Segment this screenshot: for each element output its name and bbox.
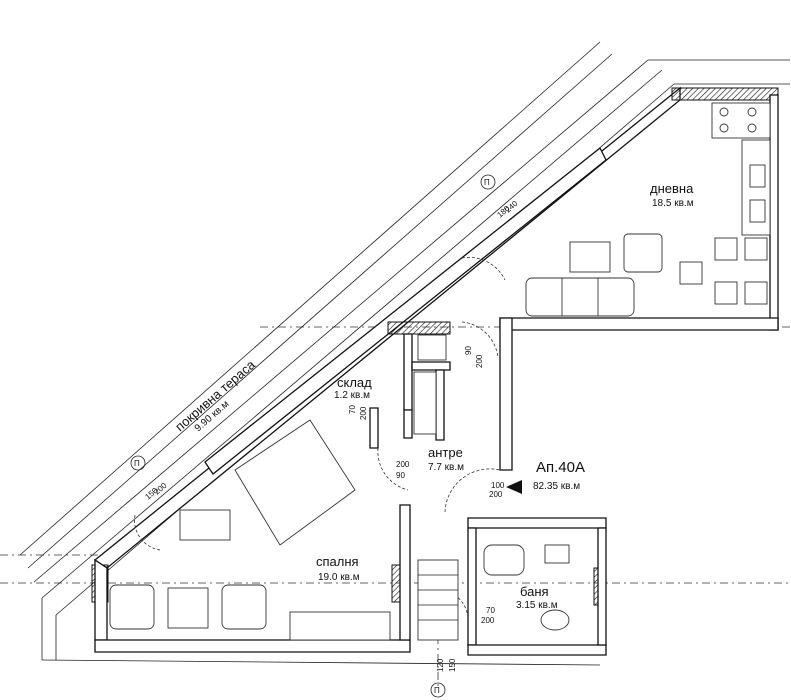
roof-terrace-label: покривна тераса [172, 356, 258, 434]
dim-bottom-2: 150 [448, 658, 457, 672]
bath-label: баня [520, 584, 549, 599]
dim-entry-door-1: 100 [491, 481, 505, 490]
dim-bottom-1: 120 [436, 658, 445, 672]
axis-marker-top: П [484, 178, 490, 187]
dim-storage-door-2: 200 [359, 406, 368, 420]
dim-bath-door-1: 70 [486, 606, 495, 615]
dim-living-door-2: 200 [475, 354, 484, 368]
dim-storage-door-1: 70 [348, 405, 357, 414]
storage-label: склад [337, 375, 372, 390]
dim-entry-door-2: 200 [489, 490, 503, 499]
dim-hall-door-2: 90 [396, 471, 405, 480]
bedroom-area: 19.0 кв.м [318, 572, 360, 583]
dim-bath-door-2: 200 [481, 616, 495, 625]
interior-walls [369, 321, 607, 656]
axis-marker-bottom: П [434, 686, 440, 695]
bedroom-label: спалня [316, 554, 359, 569]
entry-arrow-icon [506, 480, 522, 494]
living-label: дневна [650, 181, 694, 196]
door-swings [134, 257, 506, 621]
furniture [109, 102, 771, 641]
dim-hall-door-1: 200 [396, 460, 410, 469]
apartment-area: 82.35 кв.м [533, 481, 580, 492]
storage-area: 1.2 кв.м [334, 390, 370, 401]
living-area: 18.5 кв.м [652, 198, 694, 209]
apartment-id: Ап.40А [536, 459, 585, 476]
hall-label: антре [428, 445, 463, 460]
axis-marker-left: П [134, 459, 140, 468]
axis-markers: П П П [130, 174, 496, 698]
dim-living-door-1: 90 [464, 346, 473, 355]
hall-area: 7.7 кв.м [428, 462, 464, 473]
axis-lines [0, 326, 791, 690]
bath-area: 3.15 кв.м [516, 600, 558, 611]
